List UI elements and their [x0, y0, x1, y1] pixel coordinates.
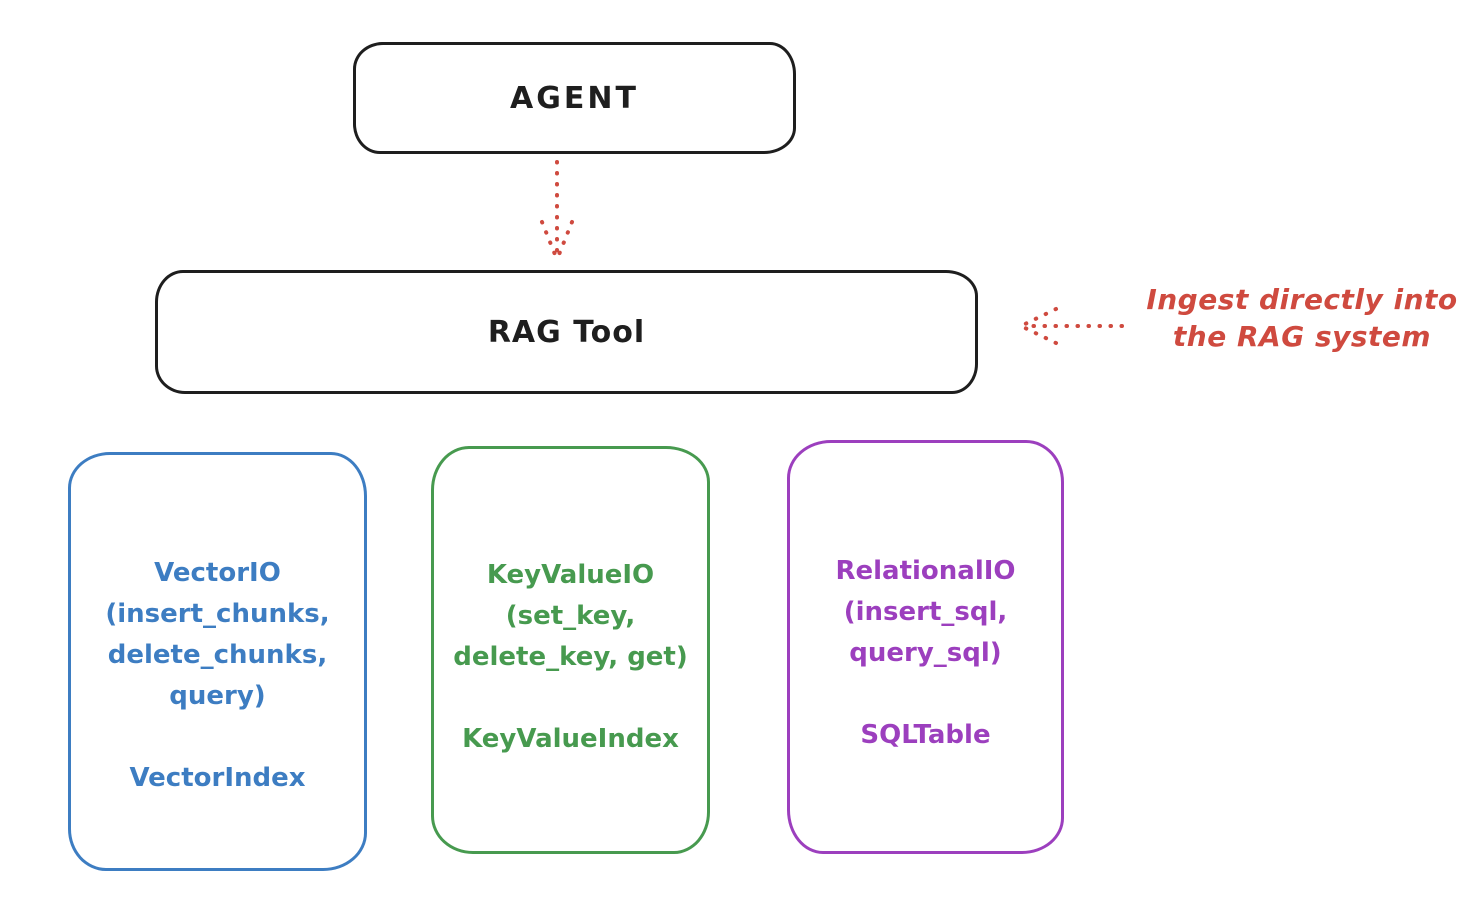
card-line: (insert_sql, [843, 597, 1008, 627]
agent-node: AGENT [353, 42, 796, 154]
card-line: delete_chunks, [107, 640, 328, 670]
vector-io-signature: VectorIO (insert_chunks, delete_chunks, … [71, 553, 364, 717]
card-line: (set_key, [505, 601, 636, 631]
relational-io-signature: RelationalIO (insert_sql, query_sql) [790, 551, 1061, 674]
ingest-annotation: Ingest directly into the RAG system [1128, 281, 1476, 355]
card-line: query) [169, 681, 266, 711]
dotted-arrow-agent-to-rag-icon [540, 160, 574, 260]
card-footer: KeyValueIndex [462, 724, 679, 754]
rag-tool-node: RAG Tool [155, 270, 978, 394]
key-value-io-card: KeyValueIO (set_key, delete_key, get) Ke… [431, 446, 710, 854]
card-line: KeyValueIO [486, 560, 655, 590]
card-line: delete_key, get) [453, 642, 688, 672]
card-line: RelationalIO [835, 556, 1016, 586]
card-line: (insert_chunks, [105, 599, 330, 629]
dotted-arrow-ingest-icon [1021, 307, 1124, 345]
card-footer: SQLTable [860, 720, 991, 750]
ingest-annotation-line1: Ingest directly into [1146, 283, 1458, 316]
card-line: VectorIO [154, 558, 281, 588]
key-value-io-signature: KeyValueIO (set_key, delete_key, get) [434, 555, 707, 678]
vector-io-card: VectorIO (insert_chunks, delete_chunks, … [68, 452, 367, 871]
relational-io-card: RelationalIO (insert_sql, query_sql) SQL… [787, 440, 1064, 854]
card-footer: VectorIndex [129, 763, 306, 793]
agent-label: AGENT [510, 80, 639, 116]
rag-tool-label: RAG Tool [487, 314, 646, 350]
ingest-annotation-line2: the RAG system [1172, 320, 1432, 353]
card-line: query_sql) [849, 638, 1002, 668]
